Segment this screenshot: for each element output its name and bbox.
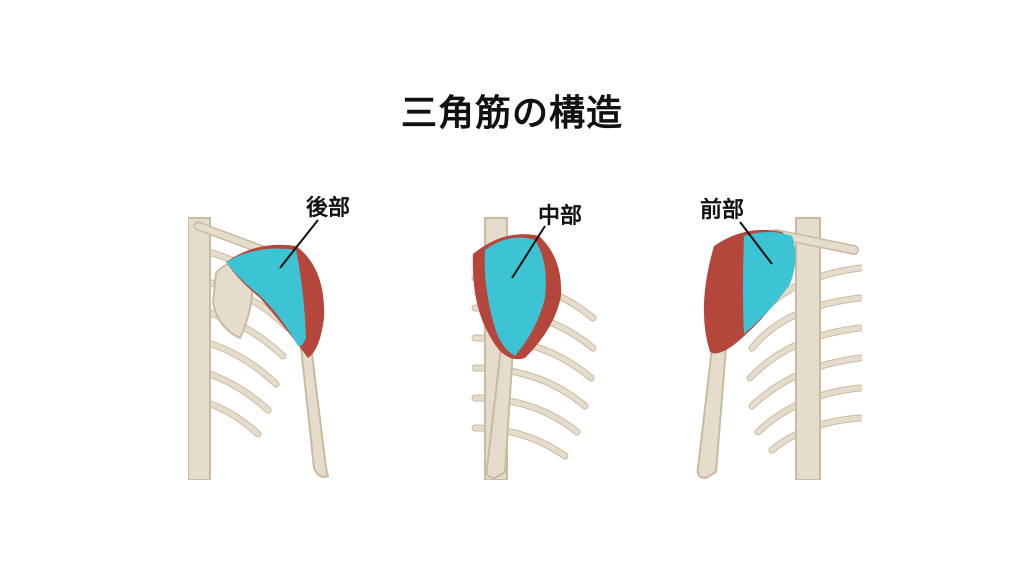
middle-illustration bbox=[471, 217, 597, 480]
humerus bbox=[485, 347, 515, 480]
label-posterior: 後部 bbox=[306, 196, 351, 221]
slide-title: 三角筋の構造 bbox=[400, 93, 623, 134]
sternum bbox=[795, 217, 821, 480]
posterior-highlight bbox=[226, 248, 306, 347]
anterior-illustration bbox=[696, 217, 862, 480]
diagram-anterior bbox=[686, 188, 862, 480]
label-middle: 中部 bbox=[538, 204, 583, 229]
humerus bbox=[696, 347, 728, 480]
diagram-posterior bbox=[188, 188, 338, 480]
humerus bbox=[298, 337, 330, 478]
spine bbox=[188, 217, 211, 480]
diagram-middle bbox=[465, 188, 600, 480]
posterior-illustration bbox=[188, 217, 330, 480]
label-anterior: 前部 bbox=[700, 198, 745, 223]
